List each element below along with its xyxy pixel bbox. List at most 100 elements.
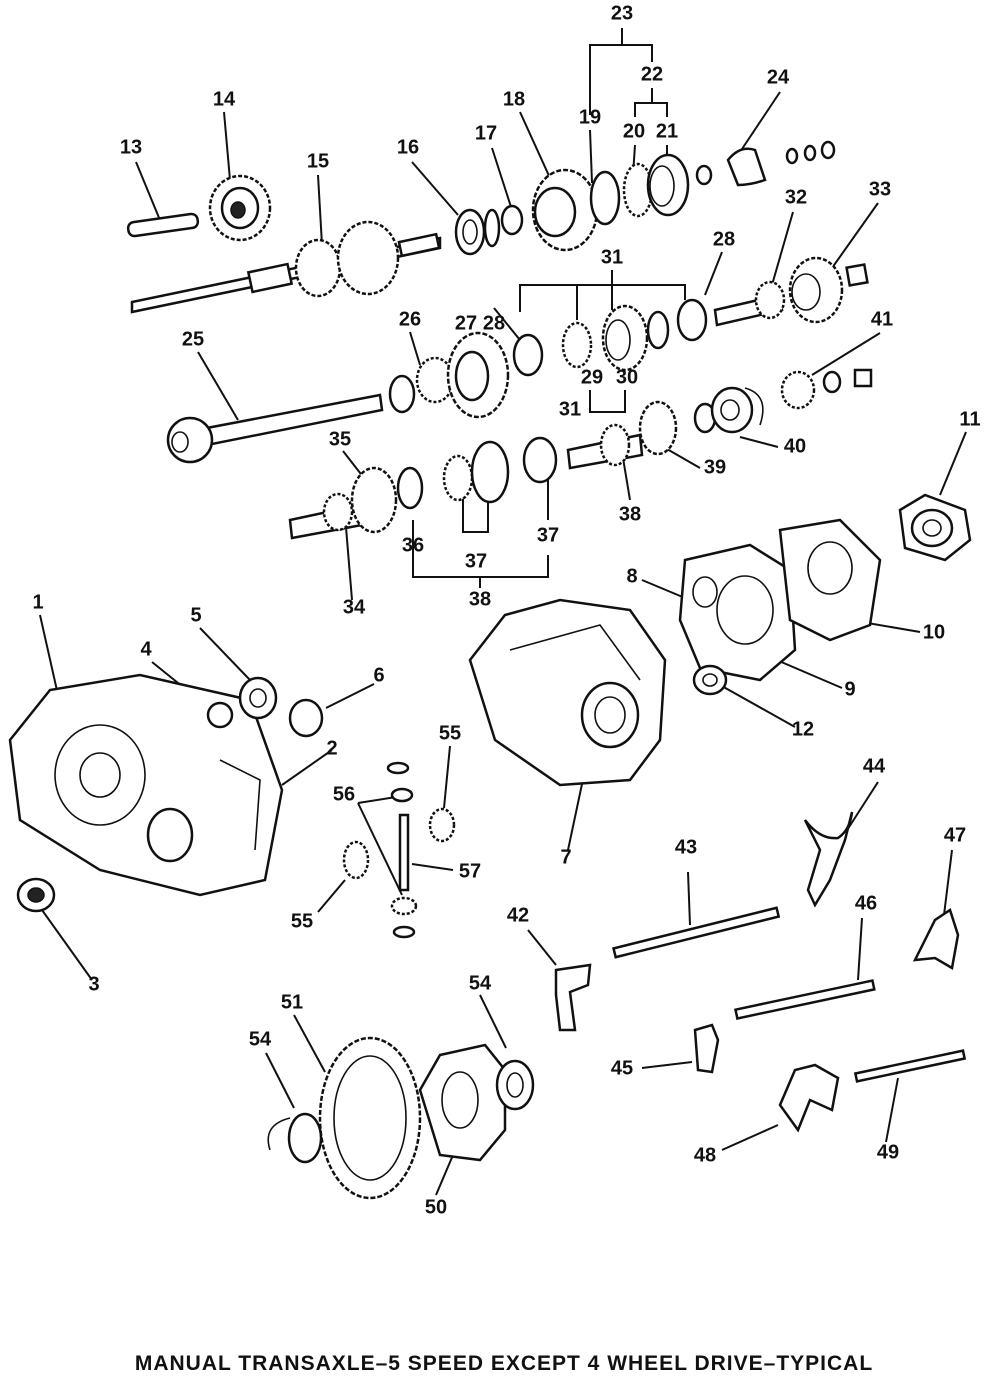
- parts: [8, 140, 972, 1200]
- callout-8: 8: [626, 565, 637, 587]
- callout-34: 33: [869, 178, 891, 200]
- callout-49: 47: [944, 824, 966, 846]
- part-25-output-shaft: [166, 374, 416, 464]
- part-small-washers: [695, 140, 836, 186]
- part-54-bearing-left: [267, 1112, 323, 1164]
- part-28-ring-right: [676, 298, 708, 342]
- part-14-gear: [208, 174, 272, 242]
- part-51-rail: [853, 1049, 967, 1083]
- callout-27: 27: [455, 312, 477, 334]
- part-37-ring-right: [522, 436, 558, 484]
- part-1-case: [8, 673, 284, 897]
- part-45-rail: [612, 906, 781, 959]
- part-28-ring-left: [512, 333, 544, 377]
- part-56-washers: [386, 761, 418, 939]
- part-48-rail: [734, 979, 876, 1020]
- callout-54-right: 54: [469, 972, 492, 994]
- part-38-hub: [442, 440, 510, 504]
- callout-32: 31: [601, 246, 623, 268]
- part-55-gear-upper: [428, 807, 456, 843]
- callout-55-lower: 55: [291, 910, 313, 932]
- callout-11: 11: [959, 408, 980, 430]
- callout-12: 12: [792, 718, 814, 740]
- callout-43: 41: [871, 308, 893, 330]
- part-41-gear: [638, 400, 678, 456]
- callout-numbers: 23 22 24 14 18 19 20 21 13 16 17 15 33 3…: [32, 2, 980, 1218]
- callout-29: 29: [581, 366, 603, 388]
- part-46-fork: [803, 811, 854, 908]
- part-7-housing: [468, 598, 667, 787]
- callout-47: 45: [611, 1057, 633, 1079]
- part-50-fork: [778, 1063, 840, 1133]
- callout-18: 18: [503, 88, 525, 110]
- part-8-housing: [678, 543, 797, 682]
- callout-14: 14: [213, 88, 236, 110]
- callout-37-right: 37: [537, 524, 559, 546]
- callout-28-left: 28: [483, 312, 505, 334]
- part-52-diff-case: [418, 1043, 507, 1162]
- callout-31: 31: [559, 398, 581, 420]
- callout-39: 38: [469, 588, 491, 610]
- part-17-collar: [500, 204, 524, 236]
- part-35-countershaft: [288, 492, 364, 540]
- callout-15: 15: [307, 150, 329, 172]
- callout-10: 10: [923, 621, 945, 643]
- part-11-cover: [898, 493, 972, 562]
- part-30-sleeve: [601, 304, 649, 372]
- part-4-bearing: [206, 701, 234, 729]
- part-24-clip: [726, 147, 767, 187]
- part-55-gear-lower: [342, 840, 370, 880]
- callout-36: 35: [329, 428, 351, 450]
- diagram-caption: MANUAL TRANSAXLE–5 SPEED EXCEPT 4 WHEEL …: [134, 1352, 874, 1375]
- callout-21: 21: [656, 120, 678, 142]
- callout-51: 49: [877, 1141, 899, 1163]
- callout-57: 57: [459, 860, 481, 882]
- part-40-gear: [566, 423, 644, 470]
- callout-44: 42: [507, 904, 529, 926]
- callout-25: 25: [182, 328, 204, 350]
- part-57-pin: [398, 813, 410, 892]
- callout-7: 7: [560, 846, 571, 868]
- callout-56: 56: [333, 783, 355, 805]
- callout-9: 9: [844, 678, 855, 700]
- callout-28-right: 28: [713, 228, 735, 250]
- part-15-input-shaft: [130, 220, 442, 314]
- callout-1: 1: [32, 591, 43, 613]
- part-12-bearing: [692, 664, 728, 696]
- callout-54-left: 54: [249, 1028, 272, 1050]
- part-49-fork: [912, 908, 960, 970]
- callout-55-upper: 55: [439, 722, 461, 744]
- part-47-lever: [693, 1023, 720, 1074]
- part-33-shaft: [713, 280, 786, 327]
- part-53-ring-gear: [318, 1036, 422, 1200]
- callout-52: 50: [425, 1196, 447, 1218]
- callout-50: 48: [694, 1144, 716, 1166]
- callout-20: 20: [623, 120, 645, 142]
- callout-40: 38: [619, 503, 641, 525]
- callout-6: 6: [373, 664, 384, 686]
- callout-23: 23: [611, 2, 633, 24]
- part-54-bearing-right: [495, 1059, 535, 1111]
- part-6-race: [288, 698, 324, 738]
- callout-17: 17: [475, 122, 497, 144]
- part-42-bearing: [693, 386, 764, 434]
- callout-19: 19: [579, 106, 601, 128]
- part-5-bearing: [238, 676, 278, 720]
- callout-37-left: 36: [402, 534, 424, 556]
- part-3-seal: [16, 877, 56, 913]
- part-32-rings: [646, 310, 670, 350]
- part-16-bearing: [454, 208, 501, 256]
- callout-41: 39: [704, 456, 726, 478]
- callout-3: 3: [88, 973, 99, 995]
- callout-33: 32: [785, 186, 807, 208]
- part-21-sleeve: [646, 153, 690, 217]
- callout-46: 44: [863, 755, 886, 777]
- callout-26: 26: [399, 308, 421, 330]
- part-18-gear: [531, 168, 599, 252]
- part-43-bearing: [780, 368, 873, 410]
- callout-30: 30: [616, 366, 638, 388]
- callout-53: 51: [281, 991, 303, 1013]
- callout-2: 2: [326, 737, 337, 759]
- part-37-ring-left: [396, 466, 424, 510]
- part-34-gear: [788, 256, 869, 324]
